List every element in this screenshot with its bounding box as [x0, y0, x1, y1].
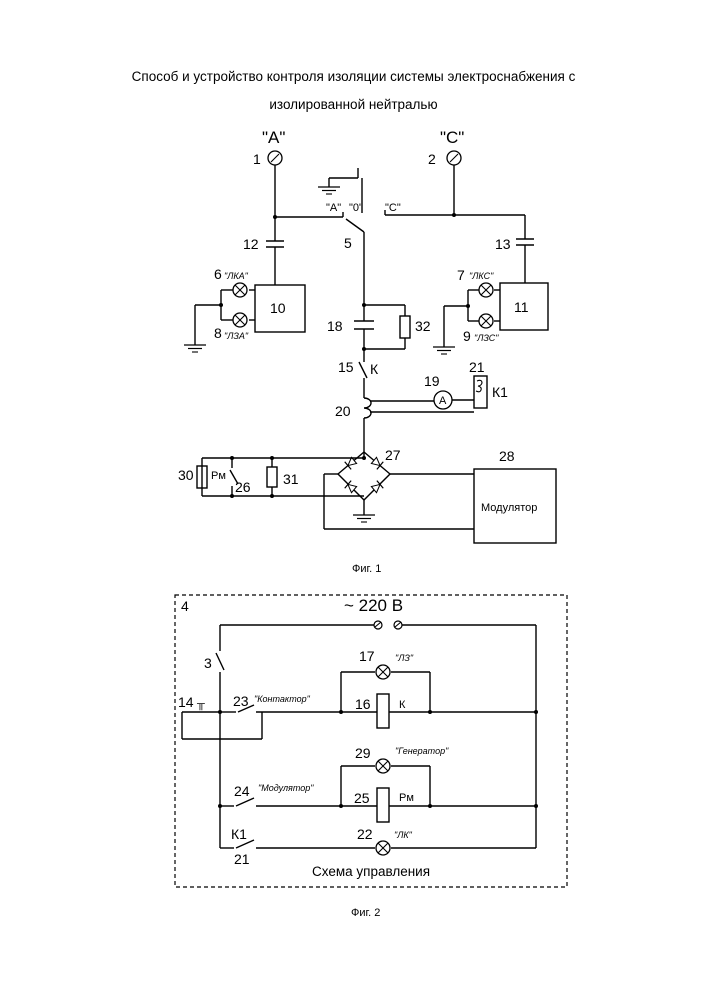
label-26: 26	[235, 479, 251, 495]
label-14: 14	[178, 694, 194, 710]
label-6: 6	[214, 266, 222, 282]
button-14-icon: ╥	[196, 698, 205, 711]
scheme-title: Схема управления	[312, 864, 430, 879]
k1-label: К1	[231, 826, 247, 842]
label-7: 7	[457, 267, 465, 283]
label-29: 29	[355, 745, 371, 761]
lamp-lk-label: "ЛК"	[394, 830, 413, 840]
terminal-1-icon	[268, 151, 282, 165]
terminal-2-icon	[447, 151, 461, 165]
label-10: 10	[270, 300, 286, 316]
resistor-31	[267, 467, 277, 487]
label-5: 5	[344, 235, 352, 251]
label-16: 16	[355, 696, 371, 712]
ground-bridge-icon	[353, 515, 375, 522]
phase-c-label: "С"	[440, 128, 464, 147]
switch-label-c: "С"	[385, 202, 401, 214]
label-32: 32	[415, 318, 431, 334]
label-19: 19	[424, 373, 440, 389]
coil-rm-label: Рм	[399, 792, 414, 804]
label-30: 30	[178, 467, 194, 483]
modulator-switch-label: "Модулятор"	[258, 783, 314, 793]
lamp-lz-icon	[376, 665, 390, 679]
lamp-lks-label: "ЛКС"	[469, 271, 494, 281]
label-18: 18	[327, 318, 343, 334]
lamp-generator-label: "Генератор"	[395, 746, 449, 756]
label-27: 27	[385, 447, 401, 463]
label-20: 20	[335, 403, 351, 419]
label-13: 13	[495, 236, 511, 252]
fig1-caption: Фиг. 1	[352, 563, 381, 575]
lamp-lza-label: "ЛЗА"	[224, 331, 249, 341]
lamp-lka-icon	[233, 283, 247, 297]
lamp-lzs-icon	[479, 314, 493, 328]
phase-a-label: "А"	[262, 128, 285, 147]
lamp-lz-label: "ЛЗ"	[395, 653, 414, 663]
contactor-label: "Контактор"	[254, 694, 311, 704]
figure-2: 4 ~ 220 В 3 14 ╥ 23 "Контактор"	[175, 595, 567, 887]
resistor-32	[400, 316, 410, 338]
label-25: 25	[354, 790, 370, 806]
switch-label-a: "А"	[326, 202, 341, 214]
contact-k-label: К	[370, 361, 379, 377]
label-3: 3	[204, 655, 212, 671]
lamp-lks-icon	[479, 283, 493, 297]
label-17: 17	[359, 648, 375, 664]
coil-rm	[377, 788, 389, 822]
label-23: 23	[233, 693, 249, 709]
modulator-label: Модулятор	[481, 502, 537, 514]
label-21-fig2: 21	[234, 851, 250, 867]
lamp-lzs-label: "ЛЗС"	[474, 333, 499, 343]
label-22: 22	[357, 826, 373, 842]
lamp-lka-label: "ЛКА"	[224, 271, 249, 281]
label-24: 24	[234, 783, 250, 799]
control-scheme-frame	[175, 595, 567, 887]
label-31: 31	[283, 471, 299, 487]
figure-1: "А" 1 "С" 2 "А" "0" "С" 5 12	[178, 128, 556, 543]
label-2: 2	[428, 151, 436, 167]
ground-right-icon	[433, 347, 455, 354]
lamp-lza-icon	[233, 313, 247, 327]
label-11: 11	[514, 299, 529, 315]
label-21: 21	[469, 359, 485, 375]
relay-k1-label: К1	[492, 384, 508, 400]
relay-rm-label: Рм	[211, 470, 226, 482]
coil-k	[377, 694, 389, 728]
lamp-lk-icon	[376, 841, 390, 855]
ammeter-label: A	[439, 395, 447, 407]
label-9: 9	[463, 328, 471, 344]
block-4-label: 4	[181, 598, 189, 614]
supply-label: ~ 220 В	[344, 596, 403, 615]
label-28: 28	[499, 448, 515, 464]
ground-left-icon	[184, 345, 206, 352]
coil-k-label: К	[399, 699, 406, 711]
ground-switch-icon	[318, 187, 340, 194]
label-1: 1	[253, 151, 261, 167]
lamp-generator-icon	[376, 759, 390, 773]
label-8: 8	[214, 325, 222, 341]
label-12: 12	[243, 236, 259, 252]
label-15: 15	[338, 359, 354, 375]
switch-label-0: "0"	[349, 202, 363, 214]
fig2-caption: Фиг. 2	[351, 907, 380, 919]
